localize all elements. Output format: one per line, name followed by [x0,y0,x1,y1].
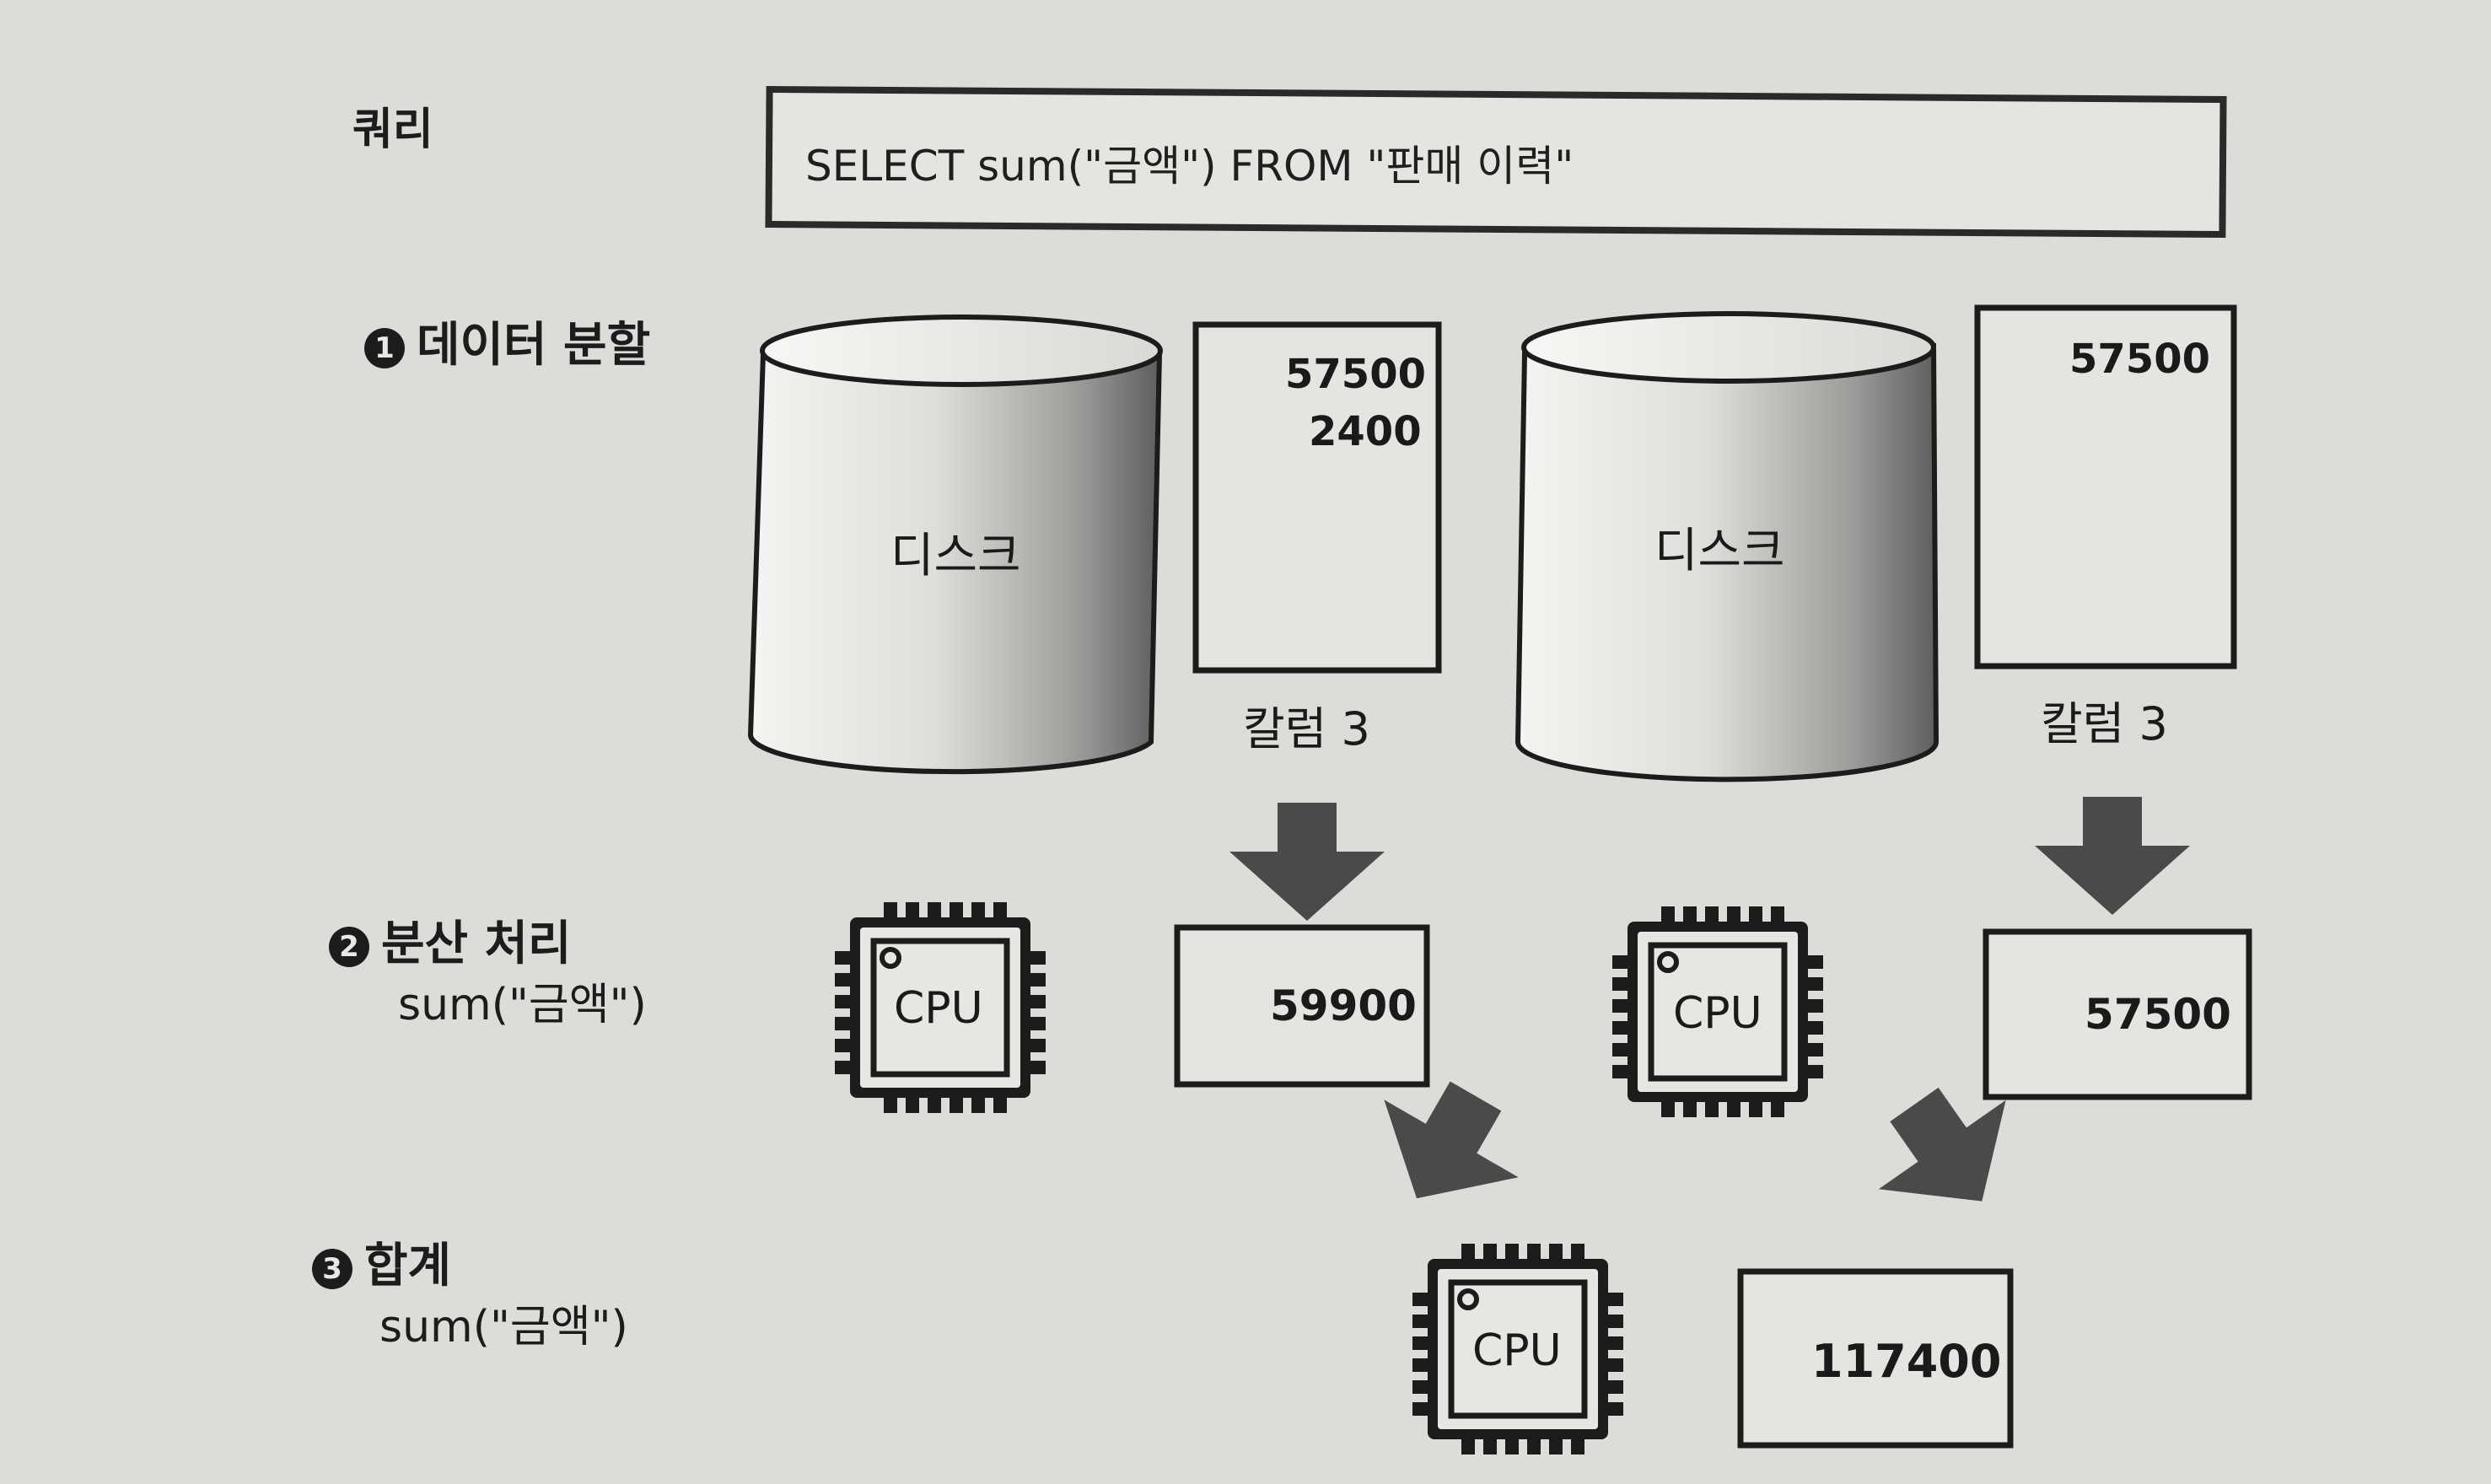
down-arrow-1 [1229,803,1385,921]
column-1-value-2: 2400 [1309,408,1422,455]
step-2-title-text: 분산 처리 [381,917,572,971]
disk-cylinder-1 [747,315,1163,775]
partial-result-box-2 [1983,928,2252,1100]
total-result: 117400 [1811,1335,2002,1388]
partial-result-1: 59900 [1270,981,1417,1030]
column-2-value-1: 57500 [2069,336,2210,383]
disk-label-2: 디스크 [1654,524,1785,578]
step-1-number: 1 [364,327,405,368]
cpu-label-2: CPU [1673,988,1762,1039]
column-box-1 [1192,321,1442,674]
column-box-2 [1974,304,2237,669]
cpu-label-total: CPU [1472,1325,1562,1376]
down-arrow-2 [2035,797,2190,915]
step-3-sub: sum("금액") [379,1302,628,1352]
query-box [765,85,2227,239]
step-2-sub: sum("금액") [398,980,647,1030]
partial-result-box-1 [1174,924,1430,1088]
step-3-title-text: 합계 [364,1239,452,1293]
disk-cylinder-2 [1515,311,1940,782]
disk-label-1: 디스크 [890,529,1021,583]
step-3-number: 3 [312,1248,352,1289]
query-label: 쿼리 [352,105,433,155]
column-1-value-1: 57500 [1285,351,1426,398]
total-result-box [1737,1268,2014,1449]
cpu-label-1: CPU [894,983,983,1034]
partial-result-2: 57500 [2085,990,2231,1039]
query-sql: SELECT sum("금액") FROM "판매 이력" [805,142,1574,191]
step-1-title-text: 데이터 분할 [417,318,651,373]
column-label-2: 칼럼 3 [2041,697,2168,750]
column-label-1: 칼럼 3 [1243,702,1370,755]
step-2-number: 2 [329,926,369,967]
